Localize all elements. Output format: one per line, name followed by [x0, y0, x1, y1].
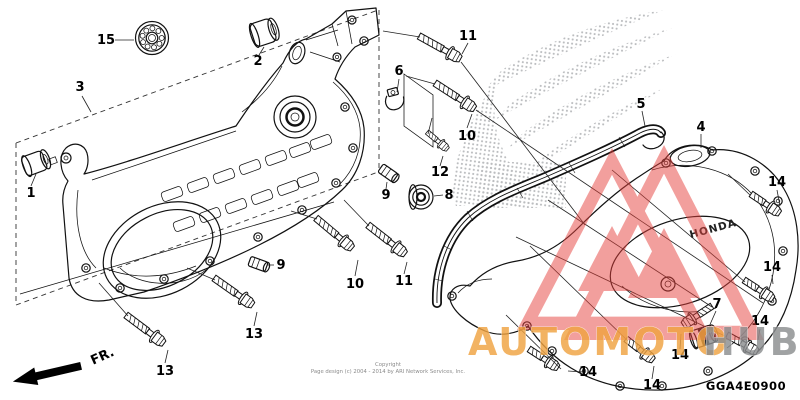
callout-8[interactable]: 8	[444, 188, 453, 203]
callout-7[interactable]: 7	[712, 297, 721, 312]
callout-10-lower[interactable]: 10	[346, 277, 364, 292]
callout-14-a[interactable]: 14	[768, 175, 786, 190]
copyright-line1: Copyright	[375, 362, 401, 368]
callout-9-lower[interactable]: 9	[276, 258, 285, 273]
triangle-logo-right	[564, 145, 764, 340]
dowel-pin-part9-upper	[377, 163, 400, 184]
callout-11-lower[interactable]: 11	[395, 274, 413, 289]
triangle-watermark	[517, 145, 764, 340]
callout-13-left[interactable]: 13	[156, 364, 174, 379]
callout-14-b[interactable]: 14	[763, 260, 781, 275]
bushing-part2	[248, 17, 280, 48]
bolt-10-upper	[430, 76, 480, 116]
clamp-part6	[384, 86, 405, 111]
fr-label: FR.	[89, 345, 117, 368]
callout-10-upper[interactable]: 10	[458, 129, 476, 144]
bolt-12	[423, 127, 452, 154]
brand-text-left: AUTOMOTO	[468, 320, 730, 364]
case-rib-slots	[160, 134, 333, 232]
detail-box-part6	[403, 73, 434, 148]
bolt-10-lower	[310, 211, 358, 255]
fr-arrow-icon	[12, 362, 82, 386]
mount-part1	[21, 149, 58, 178]
footer: Copyright Page design (c) 2004 - 2014 by…	[311, 362, 786, 393]
brand-watermark: AUTOMOTO HUB	[468, 320, 800, 365]
front-direction-marker: FR.	[12, 345, 117, 386]
callout-14-e[interactable]: 14	[643, 378, 661, 393]
copyright-line2: Page design (c) 2004 - 2014 by ARI Netwo…	[311, 369, 465, 375]
bolt-13-left	[121, 308, 169, 350]
callout-6[interactable]: 6	[394, 64, 403, 79]
callout-9-upper[interactable]: 9	[381, 188, 390, 203]
callout-12[interactable]: 12	[431, 165, 449, 180]
view-boundary	[15, 9, 434, 306]
honda-wing-watermark	[452, 10, 676, 208]
crankcase-drawing	[60, 7, 380, 302]
triangle-logo-right-core	[628, 228, 700, 298]
callout-14-d[interactable]: 14	[579, 365, 597, 380]
bolt-11-lower	[363, 218, 411, 261]
bearing-part15	[134, 20, 170, 56]
brand-text-right: HUB	[703, 320, 800, 364]
callout-11-upper[interactable]: 11	[459, 29, 477, 44]
small-parts	[21, 17, 719, 350]
callout-4[interactable]: 4	[696, 120, 705, 135]
case-bolt-bosses	[60, 52, 358, 293]
bolt-11-upper	[414, 29, 465, 66]
callout-2[interactable]: 2	[253, 54, 262, 69]
callout-14-f[interactable]: 14	[671, 348, 689, 363]
callout-1[interactable]: 1	[26, 186, 35, 201]
callout-3[interactable]: 3	[75, 80, 84, 95]
callout-labels: 15 3 1 2 11 6 10 12 9 8 5 4 10 11 13 13 …	[26, 29, 786, 393]
triangle-logo-left	[517, 148, 707, 330]
callout-13-mid[interactable]: 13	[245, 327, 263, 342]
callout-5[interactable]: 5	[636, 97, 645, 112]
diagram-code: GGA4E0900	[706, 379, 786, 393]
bolt-13-mid	[209, 271, 258, 312]
callout-15[interactable]: 15	[97, 33, 115, 48]
dowel-pin-part9-lower	[247, 256, 271, 273]
seal-part8	[408, 184, 434, 210]
